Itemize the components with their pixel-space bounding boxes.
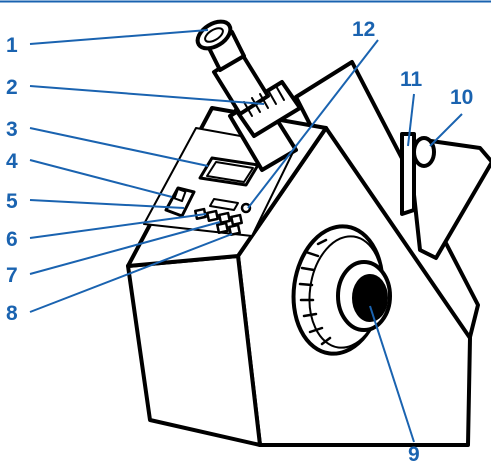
button-group [194, 202, 252, 236]
callout-label-1: 1 [6, 34, 18, 57]
callout-label-4: 4 [6, 150, 18, 173]
leader-8 [29, 233, 233, 313]
callout-label-6: 6 [6, 228, 18, 251]
leader-4 [29, 159, 173, 198]
small-slot [209, 198, 239, 211]
adjust-wheel-shape [291, 224, 392, 356]
left-block [126, 254, 262, 447]
leader-1 [29, 29, 209, 45]
callout-label-5: 5 [6, 190, 18, 213]
callout-label-9: 9 [408, 443, 420, 466]
instrument-drawing [126, 19, 491, 447]
leader-5 [29, 199, 185, 209]
callout-label-2: 2 [6, 76, 18, 99]
callout-lines [29, 29, 463, 443]
callout-label-3: 3 [6, 118, 18, 141]
leader-11 [407, 93, 415, 147]
callout-labels: 1 2 3 4 5 6 7 8 9 10 11 12 [6, 18, 473, 466]
leader-10 [429, 113, 463, 147]
display-window [198, 156, 260, 187]
leader-9 [369, 305, 415, 443]
callout-label-7: 7 [6, 264, 18, 287]
leader-3 [29, 127, 209, 167]
leader-2 [29, 85, 265, 105]
callout-label-8: 8 [6, 302, 18, 325]
leader-7 [29, 221, 221, 275]
leader-6 [29, 213, 207, 239]
leader-12 [247, 39, 379, 209]
callout-label-10: 10 [450, 86, 473, 109]
callout-label-11: 11 [400, 68, 423, 91]
eyepiece-tube [195, 19, 302, 172]
control-knob-shape [164, 186, 196, 218]
prism-handle-shape [408, 136, 491, 260]
callout-label-12: 12 [352, 18, 375, 41]
